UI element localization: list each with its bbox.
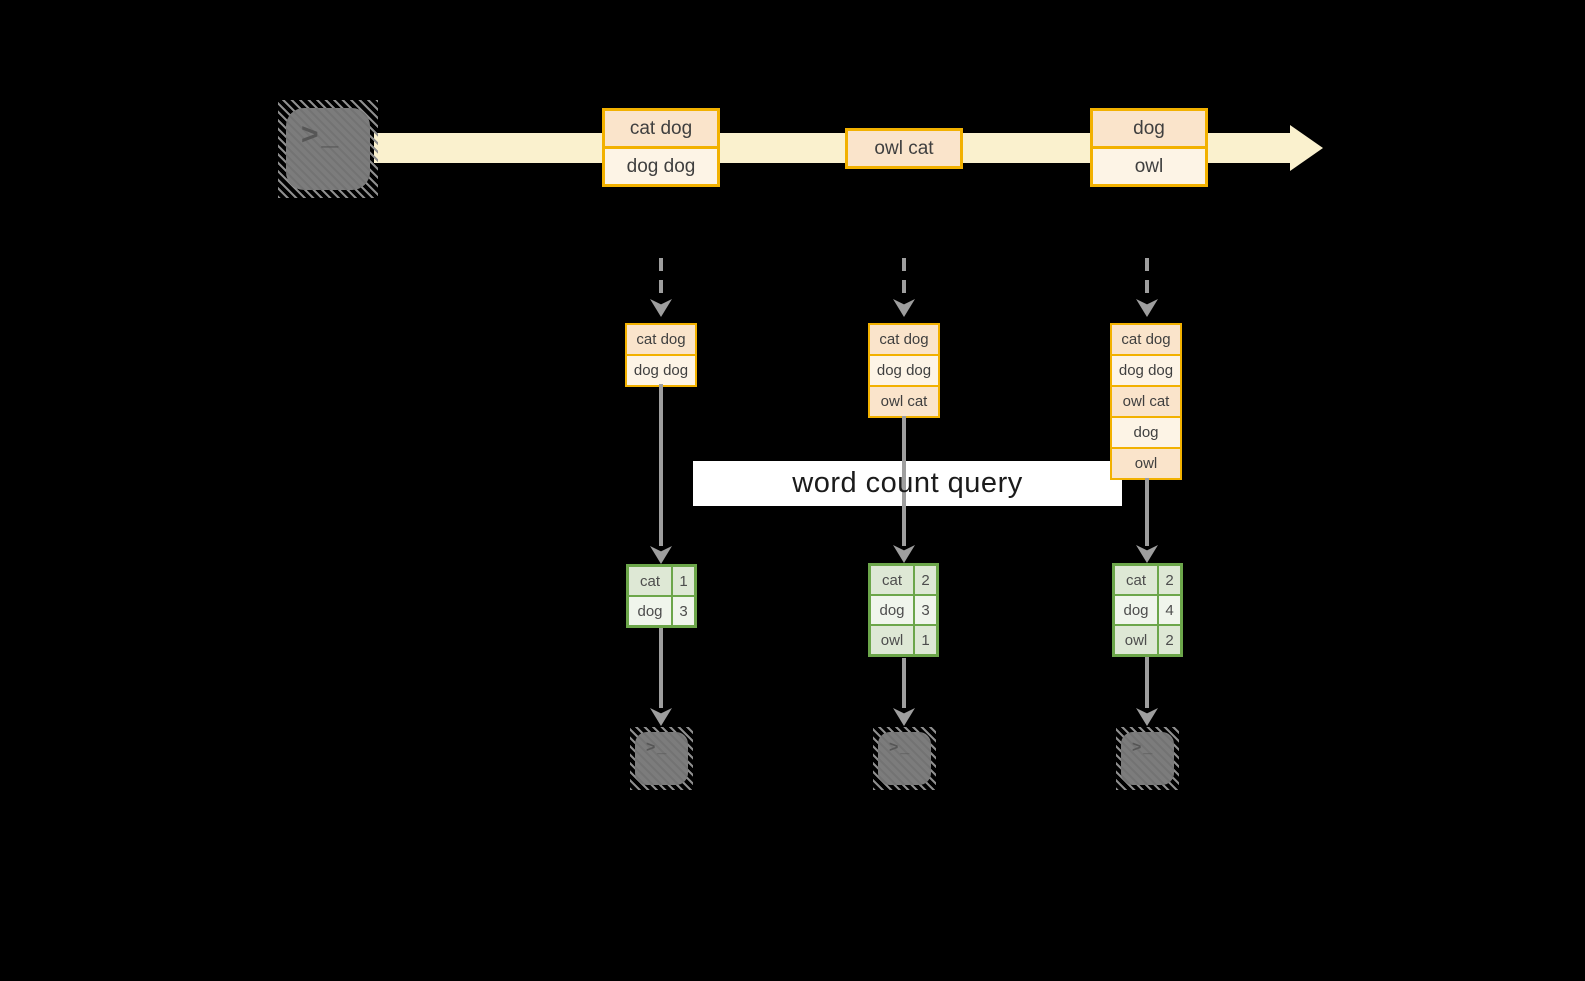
- state-item: dog dog: [1112, 354, 1180, 385]
- count-value: 4: [1157, 596, 1180, 624]
- dispatch-arrow-head-2: [893, 299, 915, 317]
- terminal-prompt-glyph: >_: [889, 739, 912, 756]
- terminal-prompt-glyph: >_: [301, 118, 342, 151]
- stream-source-terminal: >_: [278, 100, 378, 198]
- terminal-icon: >_: [286, 108, 370, 190]
- stream-item: cat dog: [605, 111, 717, 146]
- connector-line-1b: [659, 628, 663, 708]
- stream-arrow-head-icon: [1290, 125, 1323, 171]
- sink-terminal-3: >_: [1116, 727, 1179, 790]
- stream-item: owl: [1093, 146, 1205, 184]
- stream-batch-2: owl cat: [845, 128, 963, 169]
- dispatch-arrow-line-2: [902, 258, 906, 298]
- state-item: owl cat: [870, 385, 938, 416]
- terminal-icon: >_: [635, 732, 688, 785]
- connector-arrow-head-3b: [1136, 708, 1158, 726]
- count-word: owl: [1115, 626, 1157, 654]
- connector-line-2b: [902, 658, 906, 708]
- count-value: 2: [913, 566, 936, 594]
- count-value: 1: [913, 626, 936, 654]
- terminal-prompt-glyph: >_: [1132, 739, 1155, 756]
- connector-arrow-head-2a: [893, 545, 915, 563]
- sink-terminal-2: >_: [873, 727, 936, 790]
- connector-arrow-head-2b: [893, 708, 915, 726]
- state-item: owl cat: [1112, 385, 1180, 416]
- query-band: [693, 461, 1122, 506]
- count-word: cat: [1115, 566, 1157, 594]
- dispatch-arrow-head-3: [1136, 299, 1158, 317]
- connector-line-3b: [1145, 657, 1149, 708]
- state-item: owl: [1112, 447, 1180, 478]
- count-word: dog: [871, 596, 913, 624]
- connector-arrow-head-1b: [650, 708, 672, 726]
- state-item: cat dog: [1112, 325, 1180, 354]
- terminal-icon: >_: [1121, 732, 1174, 785]
- count-value: 2: [1157, 626, 1180, 654]
- count-value: 3: [913, 596, 936, 624]
- count-word: cat: [871, 566, 913, 594]
- count-value: 3: [671, 597, 694, 625]
- state-item: dog: [1112, 416, 1180, 447]
- state-item: cat dog: [870, 325, 938, 354]
- stream-item: owl cat: [848, 131, 960, 166]
- count-word: cat: [629, 567, 671, 595]
- connector-line-1a: [659, 384, 663, 546]
- connector-arrow-head-1a: [650, 546, 672, 564]
- dispatch-arrow-head-1: [650, 299, 672, 317]
- count-word: dog: [1115, 596, 1157, 624]
- stream-item: dog dog: [605, 146, 717, 184]
- connector-line-2a: [902, 416, 906, 546]
- dispatch-arrow-line-3: [1145, 258, 1149, 298]
- sink-terminal-1: >_: [630, 727, 693, 790]
- state-item: dog dog: [870, 354, 938, 385]
- connector-arrow-head-3a: [1136, 545, 1158, 563]
- count-word: owl: [871, 626, 913, 654]
- terminal-icon: >_: [878, 732, 931, 785]
- stream-item: dog: [1093, 111, 1205, 146]
- query-band-label: word count query: [792, 467, 1023, 499]
- dispatch-arrow-line-1: [659, 258, 663, 298]
- state-item: dog dog: [627, 354, 695, 385]
- count-value: 1: [671, 567, 694, 595]
- state-item: cat dog: [627, 325, 695, 354]
- terminal-prompt-glyph: >_: [646, 739, 669, 756]
- connector-line-3a: [1145, 478, 1149, 546]
- count-word: dog: [629, 597, 671, 625]
- count-value: 2: [1157, 566, 1180, 594]
